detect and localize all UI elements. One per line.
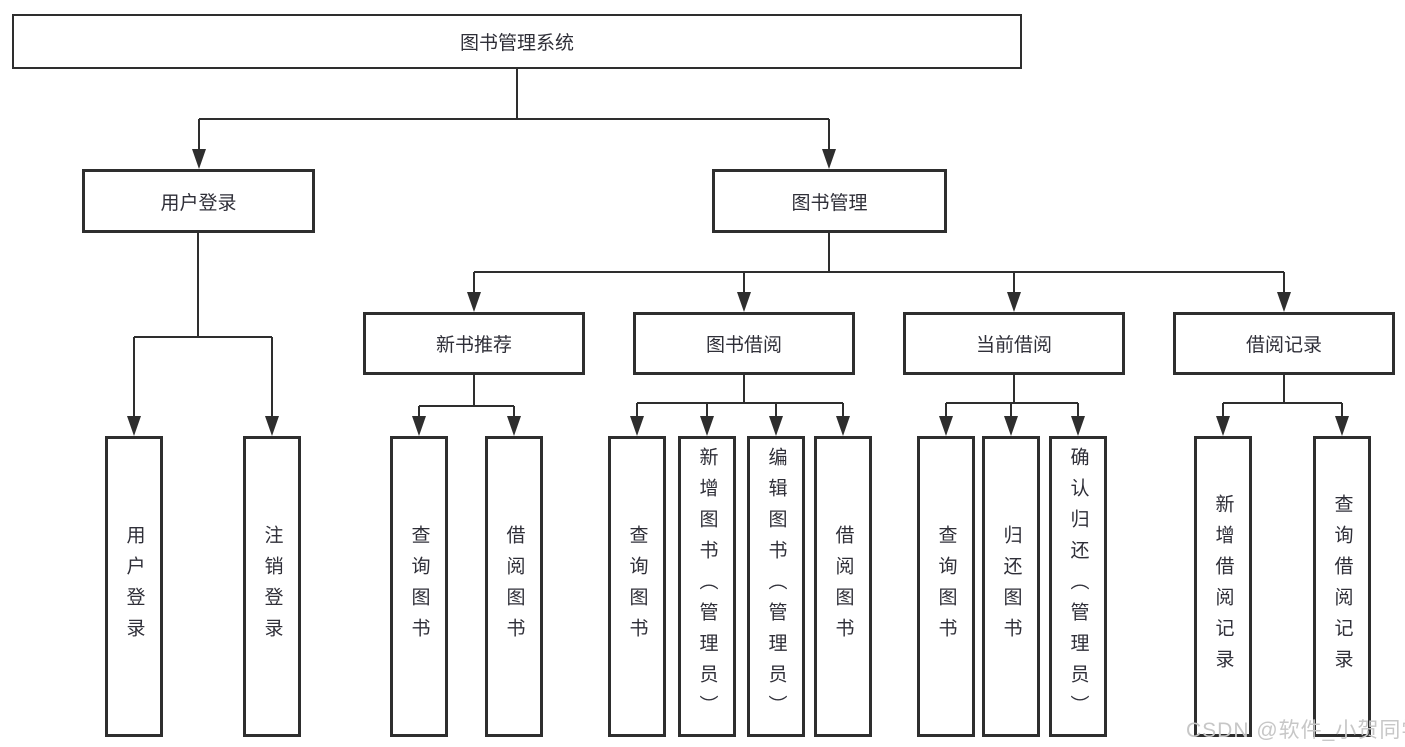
leaf-edit-books-admin: 编辑图书（管理员） bbox=[747, 436, 805, 737]
leaf-query-books-borrow: 查询图书 bbox=[608, 436, 666, 737]
node-book-borrowing: 图书借阅 bbox=[633, 312, 855, 375]
leaf-query-borrow-record: 查询借阅记录 bbox=[1313, 436, 1371, 737]
leaf-label: 查询图书 bbox=[626, 524, 648, 649]
leaf-borrow-books: 借阅图书 bbox=[814, 436, 872, 737]
node-user-login: 用户登录 bbox=[82, 169, 315, 233]
node-current-borrowing: 当前借阅 bbox=[903, 312, 1125, 375]
leaf-label: 归还图书 bbox=[1000, 524, 1022, 649]
leaf-label: 确认归还（管理员） bbox=[1067, 447, 1089, 726]
leaf-logout: 注销登录 bbox=[243, 436, 301, 737]
node-label: 图书借阅 bbox=[705, 335, 782, 356]
leaf-add-borrow-record: 新增借阅记录 bbox=[1194, 436, 1252, 737]
leaf-label: 新增借阅记录 bbox=[1212, 493, 1234, 680]
leaf-label: 新增图书（管理员） bbox=[696, 447, 718, 726]
node-label: 用户登录 bbox=[160, 192, 237, 214]
leaf-query-books-current: 查询图书 bbox=[917, 436, 975, 737]
node-borrowing-records: 借阅记录 bbox=[1173, 312, 1395, 375]
leaf-confirm-return-admin: 确认归还（管理员） bbox=[1049, 436, 1107, 737]
node-library-system: 图书管理系统 bbox=[12, 14, 1022, 69]
node-new-book-recommendation: 新书推荐 bbox=[363, 312, 585, 375]
node-label: 当前借阅 bbox=[975, 335, 1052, 356]
node-book-management: 图书管理 bbox=[712, 169, 947, 233]
node-label: 借阅记录 bbox=[1245, 335, 1322, 356]
leaf-label: 编辑图书（管理员） bbox=[765, 447, 787, 726]
node-label: 图书管理系统 bbox=[459, 33, 574, 54]
leaf-label: 借阅图书 bbox=[503, 524, 525, 649]
leaf-add-books-admin: 新增图书（管理员） bbox=[678, 436, 736, 737]
leaf-label: 查询图书 bbox=[408, 524, 430, 649]
leaf-label: 借阅图书 bbox=[832, 524, 854, 649]
csdn-watermark: CSDN @软件_小贺同学 bbox=[1186, 719, 1405, 742]
node-label: 新书推荐 bbox=[435, 335, 512, 356]
leaf-label: 查询图书 bbox=[935, 524, 957, 649]
leaf-return-books: 归还图书 bbox=[982, 436, 1040, 737]
leaf-borrow-books-recommend: 借阅图书 bbox=[485, 436, 543, 737]
leaf-query-books-recommend: 查询图书 bbox=[390, 436, 448, 737]
leaf-label: 查询借阅记录 bbox=[1331, 493, 1353, 680]
leaf-label: 注销登录 bbox=[261, 524, 283, 649]
leaf-label: 用户登录 bbox=[123, 524, 145, 649]
leaf-user-login: 用户登录 bbox=[105, 436, 163, 737]
node-label: 图书管理 bbox=[791, 192, 868, 214]
